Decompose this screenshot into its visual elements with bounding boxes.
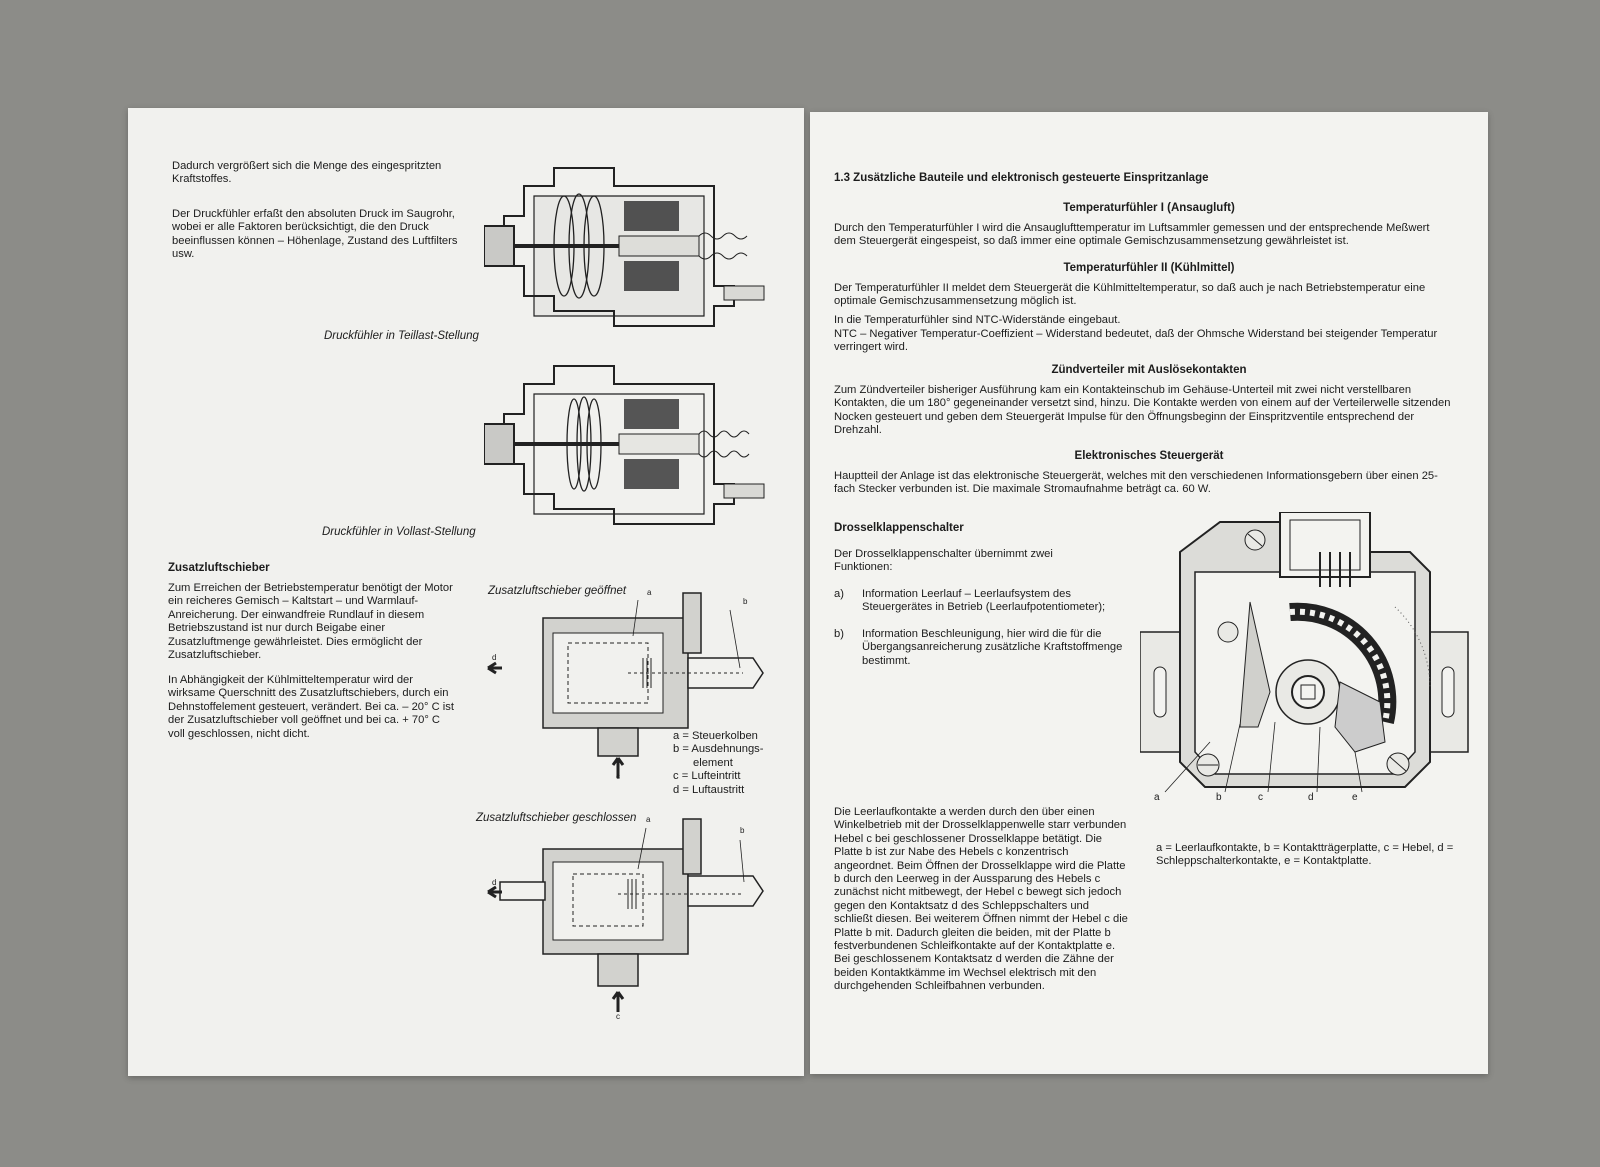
caption-valve-open: Zusatzluftschieber geöffnet bbox=[488, 585, 627, 597]
valve-closed-label-d: d bbox=[492, 878, 497, 887]
valve-open-label-d: d bbox=[492, 653, 497, 662]
function-b-text: Information Beschleunigung, hier wird di… bbox=[862, 628, 1123, 667]
control-unit-text: Hauptteil der Anlage ist das elektronisc… bbox=[834, 470, 1438, 496]
sensor-2-text-3: NTC – Negativer Temperatur-Coeffizient –… bbox=[834, 328, 1438, 354]
intro-paragraph-2: Der Druckfühler erfaßt den absoluten Dru… bbox=[172, 208, 458, 261]
figure-legend: a = Leerlaufkontakte, b = Kontaktträgerp… bbox=[1156, 842, 1454, 868]
auxiliary-air-valve-closed-drawing bbox=[487, 818, 764, 1012]
legend-line: b = Ausdehnungs- bbox=[673, 743, 764, 756]
distributor-text: Zum Zündverteiler bisheriger Ausführung … bbox=[834, 384, 1451, 437]
caption-partial-load: Druckfühler in Teillast-Stellung bbox=[324, 330, 479, 342]
valve-open-label-a: a bbox=[647, 588, 652, 597]
valve-open-label-b: b bbox=[743, 597, 748, 606]
control-unit-heading: Elektronisches Steuergerät bbox=[1074, 450, 1224, 462]
throttle-switch-intro: Der Drosselklappenschalter übernimmt zwe… bbox=[834, 548, 1053, 574]
valve-closed-label-b: b bbox=[740, 826, 745, 835]
legend-line: c = Lufteintritt bbox=[673, 770, 741, 783]
throttle-switch-description: Die Leerlaufkontakte a werden durch den … bbox=[834, 806, 1128, 993]
auxiliary-air-valve-open-drawing bbox=[487, 592, 764, 778]
pressure-sensor-full-load-drawing bbox=[484, 365, 765, 525]
pressure-sensor-partial-load-drawing bbox=[484, 167, 765, 327]
section-title: 1.3 Zusätzliche Bauteile und elektronisc… bbox=[834, 172, 1209, 184]
sensor-1-text: Durch den Temperaturfühler I wird die An… bbox=[834, 222, 1430, 248]
valve-closed-label-c: c bbox=[616, 1012, 620, 1021]
sensor-2-text-2: In die Temperaturfühler sind NTC-Widerst… bbox=[834, 314, 1121, 326]
function-a-text: Information Leerlauf – Leerlaufsystem de… bbox=[862, 588, 1106, 614]
sensor-1-heading: Temperaturfühler I (Ansaugluft) bbox=[1063, 202, 1235, 214]
throttle-switch-heading: Drosselklappenschalter bbox=[834, 522, 964, 534]
legend-line: element bbox=[693, 756, 733, 769]
figure-label-b: b bbox=[1216, 792, 1222, 803]
valve-open-label-c: c bbox=[616, 772, 620, 781]
right-page: 1.3 Zusätzliche Bauteile und elektronisc… bbox=[810, 112, 1488, 1074]
sensor-2-text-1: Der Temperaturfühler II meldet dem Steue… bbox=[834, 282, 1426, 308]
sensor-2-heading: Temperaturfühler II (Kühlmittel) bbox=[1063, 262, 1235, 274]
figure-label-a: a bbox=[1154, 792, 1160, 803]
auxiliary-air-paragraph-2: In Abhängigkeit der Kühlmitteltemperatur… bbox=[168, 674, 454, 740]
function-b-marker: b) bbox=[834, 628, 844, 640]
caption-full-load: Druckfühler in Vollast-Stellung bbox=[322, 526, 476, 538]
intro-paragraph-1: Dadurch vergrößert sich die Menge des ei… bbox=[172, 160, 442, 186]
distributor-heading: Zündverteiler mit Auslösekontakten bbox=[1051, 364, 1247, 376]
valve-closed-label-a: a bbox=[646, 815, 651, 824]
legend-line: d = Luftaustritt bbox=[673, 783, 745, 796]
left-page: Dadurch vergrößert sich die Menge des ei… bbox=[128, 108, 804, 1076]
figure-label-c: c bbox=[1258, 792, 1263, 803]
legend-line: a = Steuerkolben bbox=[673, 730, 758, 742]
caption-valve-closed: Zusatzluftschieber geschlossen bbox=[476, 812, 637, 824]
auxiliary-air-paragraph-1: Zum Erreichen der Betriebstemperatur ben… bbox=[168, 582, 453, 662]
throttle-switch-drawing bbox=[1140, 512, 1469, 793]
function-a-marker: a) bbox=[834, 588, 844, 600]
figure-label-e: e bbox=[1352, 792, 1358, 803]
valve-legend: a = Steuerkolben b = Ausdehnungs- elemen… bbox=[673, 730, 793, 797]
figure-label-d: d bbox=[1308, 792, 1314, 803]
auxiliary-air-valve-heading: Zusatzluftschieber bbox=[168, 562, 270, 574]
